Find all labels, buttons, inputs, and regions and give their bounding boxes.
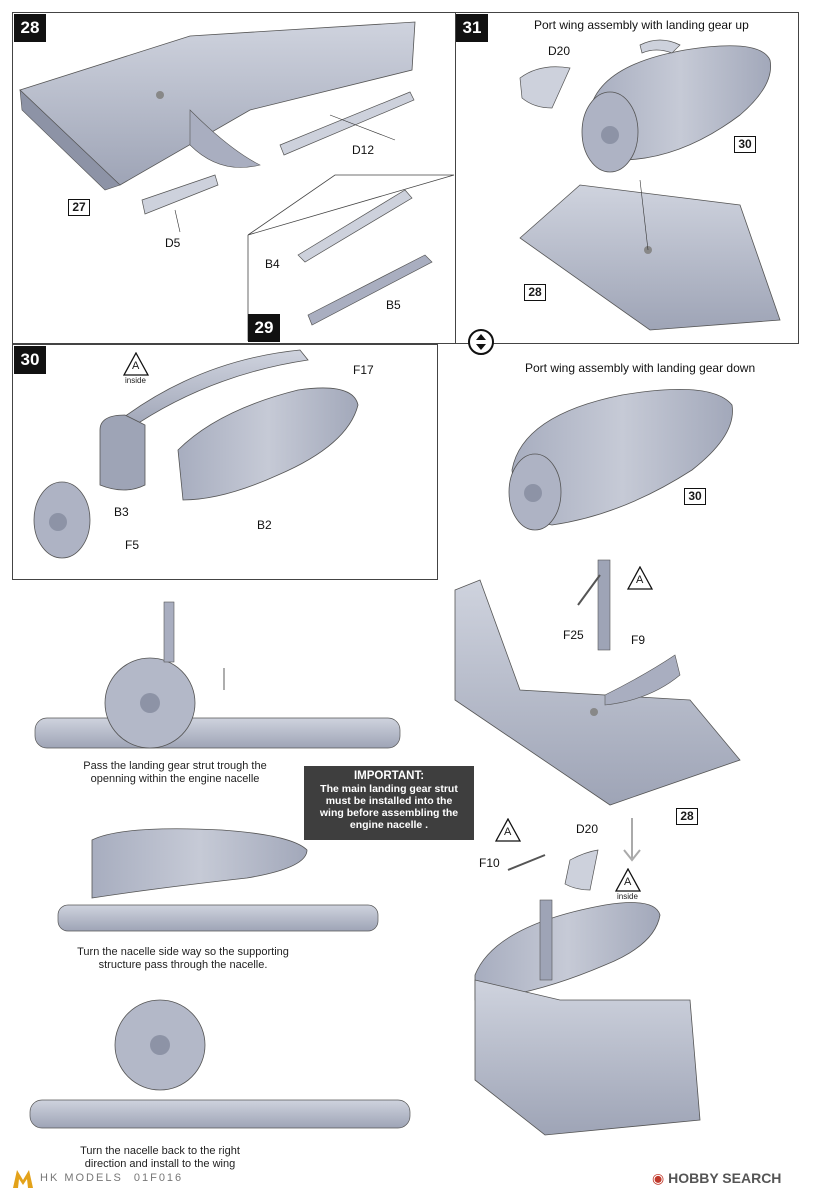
watermark-icon: ◉ [652,1170,665,1186]
brand-logo-icon [13,1170,33,1188]
part-label-d20-bottom: D20 [576,822,599,836]
marker-a-letter: A [624,876,632,888]
gear-install-diagram-1 [34,601,401,749]
part-label-f10: F10 [479,856,500,870]
part-label-f9: F9 [631,633,646,647]
marker-a-f10: A [494,817,522,844]
footer-brand: HK MODELS 01F016 [40,1172,184,1184]
part-label-f5: F5 [125,538,140,552]
important-notice: IMPORTANT: The main landing gear strut m… [304,766,474,840]
marker-a-letter: A [636,574,644,586]
ref-step-30-top: 30 [734,136,756,153]
caption-step-2: Turn the nacelle side way so the support… [77,946,289,971]
gear-install-diagram-2 [57,828,379,932]
step-31-assembly [519,39,781,331]
title-gear-up: Port wing assembly with landing gear up [534,18,749,32]
ref-step-27: 27 [68,199,90,216]
step-30-number: 30 [14,346,46,374]
ref-step-30-mid: 30 [684,488,706,505]
marker-a-letter: A [132,360,140,372]
step-30-nacelle [33,349,359,559]
step-31-frame [455,12,799,344]
part-label-f17: F17 [353,363,374,377]
step-29-flap [247,174,455,341]
part-label-b2: B2 [257,518,272,532]
gear-down-wing [454,579,741,806]
marker-a-d20: A inside [614,867,642,904]
marker-a-strut: A [626,565,654,592]
part-label-f25: F25 [563,628,584,642]
caption-step-1: Pass the landing gear strut trough the o… [83,760,267,785]
final-assembly [474,849,701,1136]
step-28-wing [19,21,416,233]
part-label-d20-top: D20 [548,44,571,58]
marker-inside-label: inside [617,892,638,901]
hobby-search-watermark: ◉ HOBBY SEARCH [652,1170,782,1186]
caption-step-3: Turn the nacelle back to the right direc… [80,1145,240,1170]
footer-code: 01F016 [133,1172,184,1184]
marker-inside-label: inside [125,376,146,385]
part-label-b5: B5 [386,298,401,312]
marker-a-letter: A [504,826,512,838]
ref-step-28-mid: 28 [676,808,698,825]
gear-down-nacelle [508,388,733,531]
step-30-frame [12,344,438,580]
step-31-number: 31 [456,14,488,42]
part-label-b3: B3 [114,505,129,519]
title-gear-down: Port wing assembly with landing gear dow… [525,361,756,375]
part-label-d12: D12 [352,143,375,157]
ref-step-28-top: 28 [524,284,546,301]
gear-install-diagram-3 [29,999,411,1129]
gear-down-strut [577,559,611,651]
step-29-number: 29 [248,314,280,342]
part-label-d5: D5 [165,236,181,250]
marker-a-step30: A inside [122,351,150,388]
part-label-b4: B4 [265,257,280,271]
step-28-number: 28 [14,14,46,42]
notice-title: IMPORTANT: [353,770,425,782]
